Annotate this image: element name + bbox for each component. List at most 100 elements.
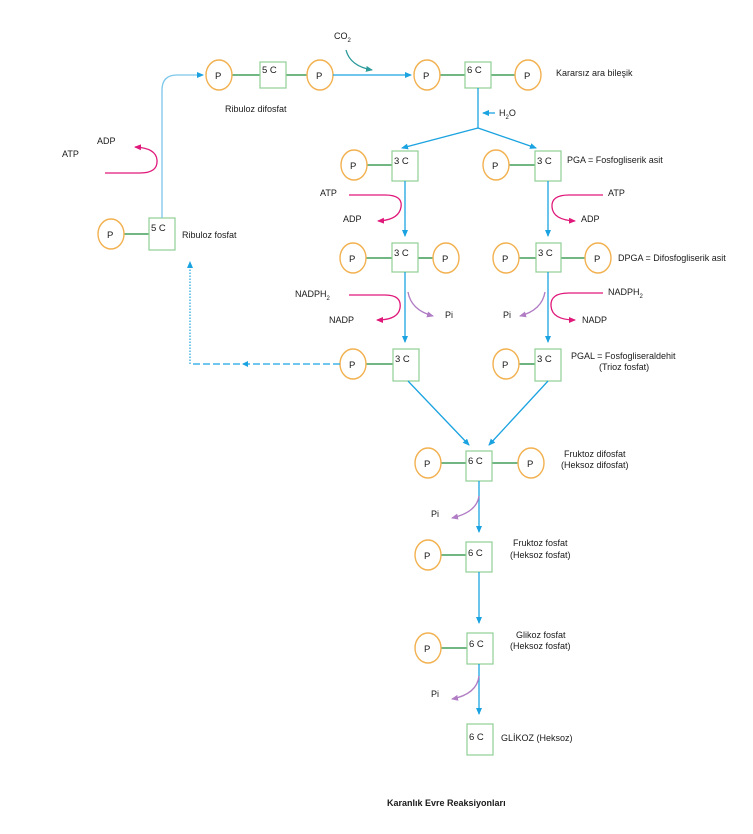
nadp-label: NADP — [582, 315, 607, 325]
pi-label: Pi — [503, 310, 511, 320]
nadp-label: NADP — [329, 315, 354, 325]
kararsiz-ara-bilesik-molecule: P 6 C P — [413, 59, 542, 91]
phosphate-label: P — [423, 71, 429, 82]
phosphate-label: P — [502, 360, 508, 371]
atp-label: ATP — [608, 188, 625, 198]
ribuloz-fosfat-molecule: P 5 C — [97, 217, 176, 251]
fruktoz-difosfat-sublabel: (Heksoz difosfat) — [561, 460, 629, 470]
merge-arrow-right — [488, 380, 549, 446]
glikoz-fosfat-label: Glikoz fosfat — [516, 630, 566, 640]
diagram-title: Karanlık Evre Reaksiyonları — [387, 798, 506, 808]
carbon-label: 3 C — [394, 248, 409, 259]
co2-label: CO2 — [334, 31, 352, 44]
nadph-label: NADPH2 — [608, 287, 644, 300]
atp-consumption-arrow — [551, 194, 603, 224]
phosphate-circle — [584, 242, 612, 274]
adp-label: ADP — [343, 214, 362, 224]
pi-label: Pi — [445, 310, 453, 320]
phosphate-label: P — [502, 254, 508, 265]
carbon-label: 3 C — [537, 354, 552, 365]
nadph-consumption-arrow — [349, 294, 401, 323]
pga-label: PGA = Fosfogliserik asit — [567, 155, 663, 165]
pi-label: Pi — [431, 509, 439, 519]
pgal-left-molecule: P 3 C — [339, 348, 420, 382]
carbon-box — [464, 61, 492, 89]
pi-release-arrow — [519, 291, 546, 318]
phosphate-label: P — [424, 459, 430, 470]
phosphate-circle — [492, 348, 520, 380]
kararsiz-label: Kararsız ara bileşik — [556, 68, 633, 78]
phosphate-label: P — [524, 71, 530, 82]
phosphate-circle — [414, 447, 442, 479]
nadph-label: NADPH2 — [295, 289, 331, 302]
pgal-right-molecule: P 3 C — [492, 348, 562, 382]
phosphate-circle — [514, 59, 542, 91]
phosphate-circle — [97, 218, 125, 250]
carbon-label: 5 C — [151, 223, 166, 234]
carbon-box — [391, 150, 419, 182]
carbon-box — [466, 723, 494, 756]
nadph-consumption-arrow — [550, 292, 603, 323]
phosphate-circle — [339, 242, 367, 274]
pi-release-arrow — [451, 675, 480, 701]
phosphate-circle — [414, 539, 442, 571]
carbon-box — [466, 632, 494, 665]
pgal-sublabel: (Trioz fosfat) — [599, 362, 649, 372]
pga-right-molecule: P 3 C — [482, 149, 562, 182]
fruktoz-difosfat-molecule: P 6 C P — [414, 447, 545, 482]
pi-release-arrow — [407, 291, 434, 318]
phosphate-label: P — [316, 71, 322, 82]
co2-arrow — [345, 49, 373, 72]
fruktoz-difosfat-label: Fruktoz difosfat — [564, 449, 626, 459]
phosphate-circle — [340, 149, 368, 181]
phosphate-circle — [414, 632, 442, 664]
atp-consumption-arrow — [349, 194, 402, 224]
fruktoz-fosfat-sublabel: (Heksoz fosfat) — [510, 550, 571, 560]
carbon-box — [259, 61, 287, 89]
dpga-right-molecule: P 3 C P — [492, 242, 612, 274]
carbon-label: 5 C — [262, 65, 277, 76]
phosphate-label: P — [594, 254, 600, 265]
phosphate-label: P — [527, 459, 533, 470]
phosphate-circle — [413, 59, 441, 91]
glikoz-label: GLİKOZ (Heksoz) — [501, 733, 573, 743]
phosphate-label: P — [215, 71, 221, 82]
carbon-label: 6 C — [468, 456, 483, 467]
fruktoz-fosfat-molecule: P 6 C — [414, 539, 493, 573]
glikoz-molecule: 6 C — [466, 723, 494, 756]
phosphate-label: P — [107, 230, 113, 241]
phosphate-circle — [432, 242, 460, 274]
carbon-label: 3 C — [537, 156, 552, 167]
atp-label: ATP — [320, 188, 337, 198]
phosphate-circle — [482, 149, 510, 181]
carbon-label: 6 C — [467, 65, 482, 76]
pgal-label: PGAL = Fosfogliseraldehit — [571, 351, 676, 361]
carbon-box — [465, 541, 493, 573]
carbon-label: 3 C — [395, 354, 410, 365]
atp-label: ATP — [62, 149, 79, 159]
phosphate-label: P — [424, 551, 430, 562]
carbon-label: 6 C — [469, 732, 484, 743]
phosphate-circle — [492, 242, 520, 274]
phosphate-circle — [205, 59, 233, 91]
phosphate-label: P — [349, 254, 355, 265]
ribuloz-difosfat-molecule: P 5 C P — [205, 59, 334, 91]
ribuloz-fosfat-label: Ribuloz fosfat — [182, 230, 237, 240]
pi-release-arrow — [451, 495, 480, 520]
carbon-label: 6 C — [469, 639, 484, 650]
split-arrow-left — [401, 127, 479, 150]
carbon-box — [392, 348, 420, 382]
return-arrow-head — [242, 361, 248, 367]
carbon-label: 3 C — [538, 248, 553, 259]
fruktoz-fosfat-label: Fruktoz fosfat — [513, 538, 568, 548]
phosphate-label: P — [442, 254, 448, 265]
atp-consumption-arrow — [105, 144, 158, 174]
carbon-box — [534, 348, 562, 382]
ribuloz-difosfat-label: Ribuloz difosfat — [225, 104, 287, 114]
dpga-label: DPGA = Difosfogliserik asit — [618, 253, 726, 263]
carbon-box — [534, 150, 562, 182]
phosphate-circle — [517, 447, 545, 479]
carbon-label: 3 C — [394, 156, 409, 167]
adp-label: ADP — [97, 136, 116, 146]
